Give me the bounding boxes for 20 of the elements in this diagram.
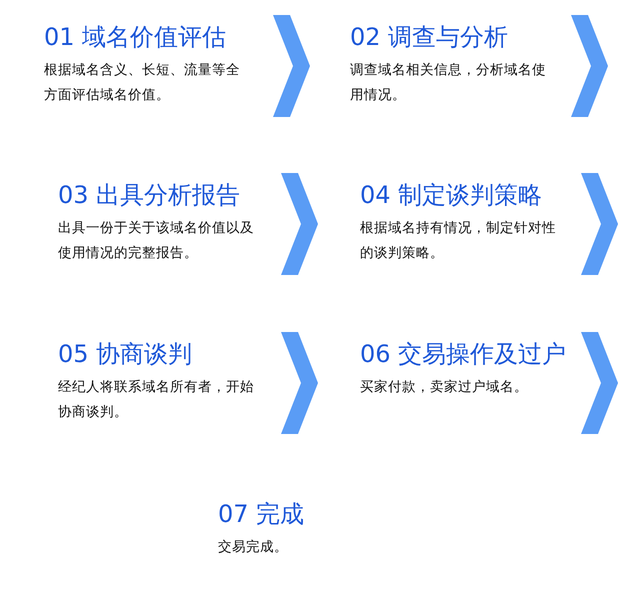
step-heading: 05 协商谈判 bbox=[58, 339, 194, 370]
step-heading: 02 调查与分析 bbox=[350, 22, 510, 53]
step-description: 根据域名持有情况，制定针对性的谈判策略。 bbox=[360, 219, 557, 263]
step-heading: 04 制定谈判策略 bbox=[360, 180, 544, 211]
chevron-arrow bbox=[281, 332, 318, 434]
step-description: 调查域名相关信息，分析域名使用情况。 bbox=[350, 61, 547, 105]
step-heading: 07 完成 bbox=[218, 499, 306, 530]
step-description: 买家付款，卖家过户域名。 bbox=[360, 378, 529, 397]
chevron-arrow bbox=[581, 173, 618, 275]
step-description: 出具一份于关于该域名价值以及使用情况的完整报告。 bbox=[58, 219, 255, 263]
step-description: 交易完成。 bbox=[218, 538, 289, 557]
chevron-arrow bbox=[571, 15, 608, 117]
step-heading: 03 出具分析报告 bbox=[58, 180, 242, 211]
step-description: 经纪人将联系域名所有者，开始协商谈判。 bbox=[58, 378, 255, 422]
chevron-arrow bbox=[273, 15, 310, 117]
step-heading: 01 域名价值评估 bbox=[44, 22, 228, 53]
step-description: 根据域名含义、长短、流量等全方面评估域名价值。 bbox=[44, 61, 241, 105]
step-heading: 06 交易操作及过户 bbox=[360, 339, 568, 370]
chevron-arrow bbox=[281, 173, 318, 275]
chevron-arrow bbox=[581, 332, 618, 434]
